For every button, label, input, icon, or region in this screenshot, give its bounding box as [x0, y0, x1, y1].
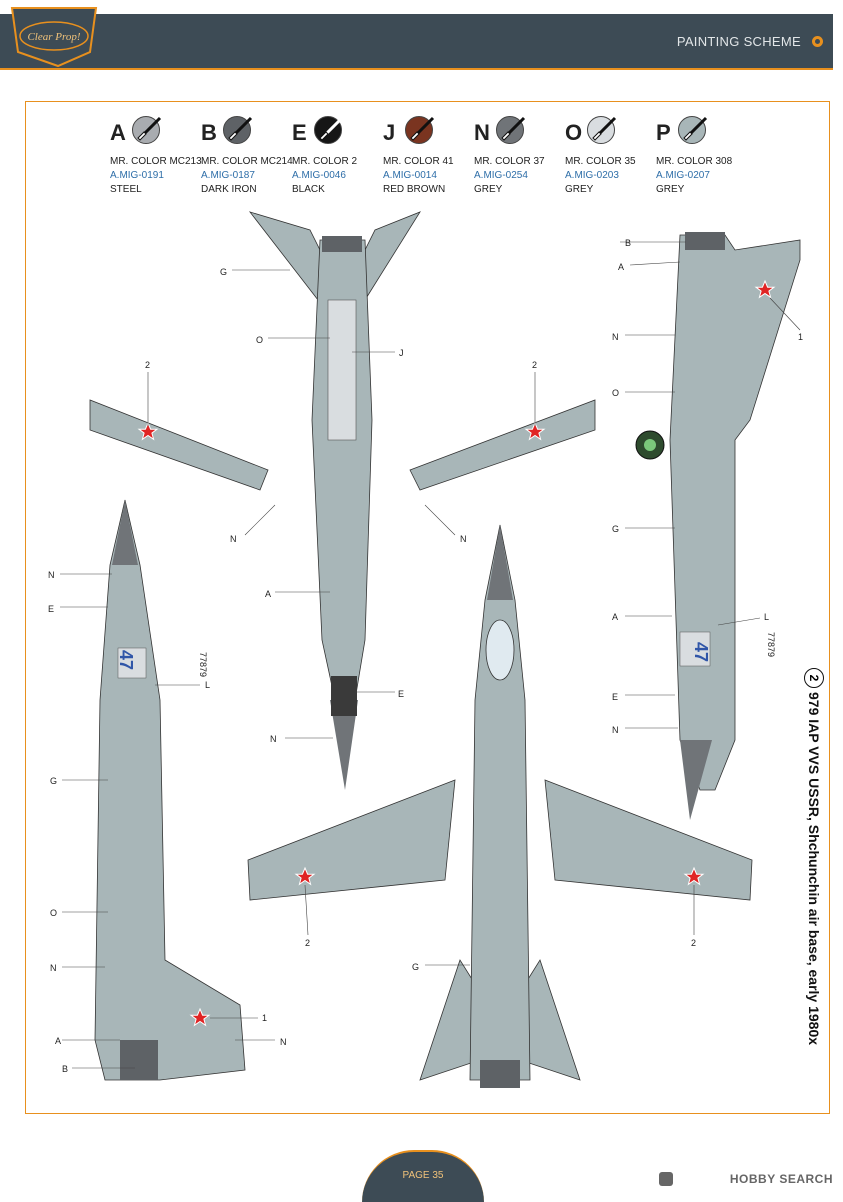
mr-color-code: MR. COLOR MC213 [110, 156, 202, 167]
callout-n: N [612, 332, 619, 342]
aircraft-top-view [247, 524, 753, 1088]
callout-j: J [399, 348, 404, 358]
callout-a: A [265, 589, 271, 599]
callout-g: G [50, 776, 57, 786]
watermark: HOBBY SEARCH [729, 1172, 833, 1186]
aircraft-number: 47 [116, 650, 136, 670]
callout-o: O [256, 335, 263, 345]
stencil-number: 77879 [766, 632, 776, 657]
aircraft-right-side-view: 47 [635, 232, 801, 820]
color-name: GREY [565, 184, 594, 195]
scheme-title: 979 IAP VVS USSR, Shchunchin air base, e… [806, 692, 822, 1046]
paint-letter: N [474, 120, 490, 145]
header-bar [0, 14, 833, 70]
callout-l: L [764, 612, 769, 622]
callout-2: 2 [145, 360, 150, 370]
amig-code: A.MIG-0207 [656, 170, 710, 181]
hobby-search-icon [659, 1172, 673, 1186]
callout-2: 2 [532, 360, 537, 370]
callout-e: E [398, 689, 404, 699]
callout-2: 2 [305, 938, 310, 948]
callout-lines [60, 241, 801, 1069]
svg-text:47: 47 [691, 642, 711, 662]
callout-n: N [270, 734, 277, 744]
svg-text:Clear Prop!: Clear Prop! [27, 31, 80, 43]
callout-g: G [220, 267, 227, 277]
brush-icon [683, 116, 708, 141]
callout-b: B [625, 238, 631, 248]
callout-labels: G O J N N A N E N E L G O N A B N G B A … [48, 238, 803, 1074]
paint-letter: J [383, 120, 396, 145]
brush-icon [592, 116, 617, 141]
color-name: GREY [656, 184, 685, 195]
callout-g: G [612, 524, 619, 534]
callout-l: L [205, 680, 210, 690]
mr-color-code: MR. COLOR 37 [474, 156, 545, 167]
amig-code: A.MIG-0191 [110, 170, 164, 181]
amig-code: A.MIG-0203 [565, 170, 619, 181]
callout-1: 1 [798, 332, 803, 342]
amig-code: A.MIG-0046 [292, 170, 346, 181]
paint-letter: A [110, 120, 126, 145]
clear-prop-logo: Clear Prop! [10, 7, 98, 68]
callout-n: N [230, 534, 237, 544]
callout-a: A [55, 1036, 61, 1046]
paint-letter: O [565, 120, 583, 145]
brush-icon [137, 116, 162, 141]
paint-letter: E [292, 120, 307, 145]
color-name: BLACK [292, 184, 325, 195]
mr-color-code: MR. COLOR 308 [656, 156, 733, 167]
callout-n: N [280, 1037, 287, 1047]
callout-b: B [62, 1064, 68, 1074]
callout-1: 1 [262, 1013, 267, 1023]
color-name: STEEL [110, 184, 142, 195]
scheme-number: 2 [804, 668, 824, 688]
section-title: PAINTING SCHEME [676, 34, 801, 49]
gear-icon [812, 36, 823, 47]
callout-a: A [618, 262, 624, 272]
content-frame [25, 101, 830, 1114]
paint-letter: B [201, 120, 217, 145]
callout-n: N [50, 963, 57, 973]
amig-code: A.MIG-0014 [383, 170, 437, 181]
aircraft-left-side-view: 47 [94, 499, 246, 1081]
mr-color-code: MR. COLOR 41 [383, 156, 454, 167]
callout-n: N [612, 725, 619, 735]
callout-o: O [612, 388, 619, 398]
stencil-number: 77879 [198, 652, 208, 677]
callout-e: E [612, 692, 618, 702]
mr-color-code: MR. COLOR 2 [292, 156, 358, 167]
paint-letter: P [656, 120, 671, 145]
brush-icon [319, 116, 344, 141]
callout-2: 2 [691, 938, 696, 948]
mr-color-code: MR. COLOR MC214 [201, 156, 293, 167]
brush-icon [410, 116, 435, 141]
color-name: DARK IRON [201, 184, 257, 195]
amig-code: A.MIG-0187 [201, 170, 255, 181]
callout-a: A [612, 612, 618, 622]
mr-color-code: MR. COLOR 35 [565, 156, 636, 167]
callout-o: O [50, 908, 57, 918]
callout-n: N [460, 534, 467, 544]
color-name: RED BROWN [383, 184, 446, 195]
aircraft-bottom-view [89, 211, 596, 790]
amig-code: A.MIG-0254 [474, 170, 528, 181]
page-number: PAGE 35 [402, 1170, 444, 1181]
brush-icon [228, 116, 253, 141]
callout-g: G [412, 962, 419, 972]
brush-icon [501, 116, 526, 141]
callout-n: N [48, 570, 55, 580]
callout-e: E [48, 604, 54, 614]
color-name: GREY [474, 184, 503, 195]
